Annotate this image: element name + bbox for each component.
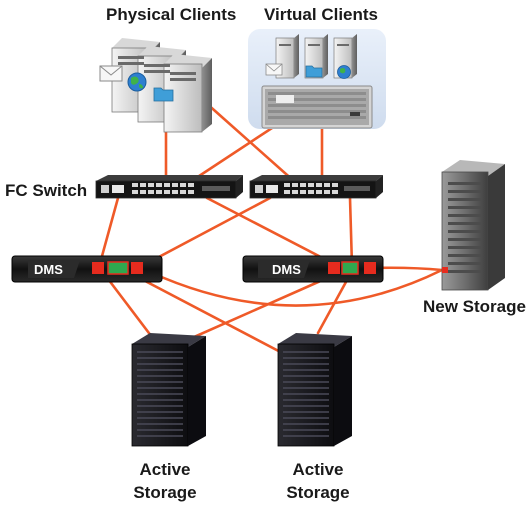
cable-switch2-to-dms2 [348,196,354,268]
dms-1-port-green [107,261,129,275]
active-storage-2-label-line2: Storage [286,483,350,502]
dms-1-port-red-2 [131,262,143,274]
dms-2-icon: DMS [242,255,384,283]
dms-1-icon: DMS [11,255,163,283]
active-storage-2-label: Active Storage [278,460,358,503]
dms-1-label: DMS [34,262,63,277]
virtual-mail-icon [265,63,283,76]
active-storage-2-label-line1: Active [292,460,344,479]
dms-2-port-green [341,261,359,275]
cable-virtual-to-switch-1 [188,126,274,184]
active-storage-1-label: Active Storage [125,460,205,503]
physical-clients-label: Physical Clients [106,5,237,24]
rack-server-icon [261,85,373,129]
new-storage-icon [441,160,505,291]
virtual-globe-icon [337,65,351,79]
globe-icon [127,72,147,92]
active-storage-1-label-line1: Active [139,460,191,479]
dms-2-port-red-2 [364,262,376,274]
cable-dms1-to-storage2 [126,270,292,359]
virtual-clients-icon [248,29,386,129]
fc-switch-1-icon [95,175,243,199]
new-storage-label: New Storage [423,297,526,316]
fc-switch-2-icon [249,175,383,199]
folder-icon [153,87,174,102]
physical-clients-icon [99,38,212,133]
mail-icon [99,65,123,82]
dms-2-label: DMS [272,262,301,277]
virtual-folder-icon [305,65,323,78]
active-storage-2-icon [277,333,352,447]
fc-switch-label: FC Switch [5,181,88,200]
cable-dms1-to-new-storage [148,268,444,307]
cable-dms1-to-storage1 [100,269,160,347]
virtual-clients-label: Virtual Clients [264,5,378,24]
active-storage-1-icon [131,333,206,447]
cable-switch2-to-dms1 [138,196,272,269]
cable-dms2-to-storage1 [174,269,345,347]
fibre-channel-cables [97,100,444,359]
active-storage-1-label-line2: Storage [133,483,197,502]
dms-2-port-red-1 [328,262,340,274]
dms-1-port-red-1 [92,262,104,274]
